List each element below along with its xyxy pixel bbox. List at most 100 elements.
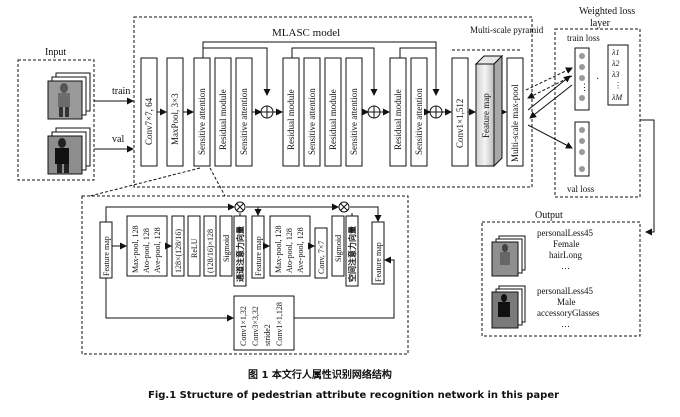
person2-line4: … (561, 319, 570, 329)
val-label: val (112, 134, 124, 145)
att-pools-1-line3: Ave-pool, 128 (153, 227, 162, 273)
lambda-m: λM (611, 93, 623, 102)
person1-line4: … (561, 261, 570, 271)
sensitive-attention-label-3: Sensitive attention (307, 88, 317, 155)
output-person-1-image (491, 235, 526, 277)
mlasc-title: MLASC model (272, 27, 340, 39)
person2-line3: accessoryGlasses (537, 308, 600, 318)
att-pools-2-line1: Max-pool, 128 (274, 225, 283, 273)
att-sigmoid-1 (219, 215, 233, 277)
residual-block-1 (214, 57, 232, 167)
att-feature-map-3-label: Feature map (374, 242, 383, 282)
weighted-loss-panel: Weighted loss layer train loss ⋮ · λ1 λ2… (525, 6, 655, 236)
lambda-3: λ3 (611, 70, 619, 79)
output-person-2-image (491, 285, 526, 329)
att-fc1 (171, 215, 185, 277)
att-relu (187, 215, 201, 277)
att-pools-1 (126, 215, 168, 277)
attention-detail-box (81, 195, 409, 355)
weighted-loss-box (554, 28, 641, 198)
att-convs-line1: Conv1×1,32 (239, 306, 248, 346)
feature-map-3d: Feature map (474, 54, 504, 168)
att-fc2 (203, 215, 217, 277)
loss-arrows (525, 67, 573, 149)
add-nodes (260, 105, 443, 119)
residual-label-4: Residual module (393, 89, 403, 150)
residual-block-3 (324, 57, 342, 167)
lambda-1: λ1 (611, 48, 619, 57)
att-pools-1-line2: Ato-pool, 128 (142, 228, 151, 273)
att-convs-line4: Conv1×1,128 (275, 302, 284, 346)
lambda-dots: ⋮ (614, 81, 622, 90)
att-convs-line3: stride2 (263, 324, 272, 346)
feature-map-label: Feature map (481, 93, 491, 138)
att-sigmoid-1-label: Sigmoid (222, 235, 231, 262)
att-conv7-label: Conv, 7×7 (317, 241, 326, 274)
att-sigmoid-2-label: Sigmoid (334, 235, 343, 262)
to-output-arrow (640, 119, 655, 236)
att-fc2-label: (128/16)×128 (206, 229, 215, 273)
val-image-stack (47, 127, 91, 175)
residual-label-1: Residual module (218, 89, 228, 150)
mlasc-model: MLASC model Conv7×7, 64 MaxPool, 3×3 Sen… (133, 16, 544, 188)
att-feature-map-3 (371, 221, 385, 285)
sensitive-attention-label-2: Sensitive attention (239, 88, 249, 155)
residual-block-4 (389, 57, 407, 167)
person2-line2: Male (557, 297, 576, 307)
zoom-line-right (209, 167, 226, 197)
att-fc1-label: 128×(128/16) (174, 229, 183, 273)
att-pools-1-line1: Max-pool, 128 (131, 225, 140, 273)
sensitive-attention-block-1 (193, 57, 211, 167)
sensitive-attention-label-5: Sensitive attention (414, 88, 424, 155)
sensitive-attention-label-4: Sensitive attention (349, 88, 359, 155)
module-columns: Conv7×7, 64 MaxPool, 3×3 Sensitive atten… (140, 57, 428, 167)
conv1x1-label: Conv1×1,512 (455, 99, 465, 148)
attention-flow (105, 207, 395, 322)
caption-en: Fig.1 Structure of pedestrian attribute … (148, 390, 559, 401)
person1-line1: personalLess45 (537, 228, 593, 238)
att-conv7 (314, 227, 328, 279)
att-convs-line2: Conv3×3,32 (251, 306, 260, 346)
train-label: train (112, 86, 130, 97)
mlasc-box (133, 16, 533, 188)
person2-line1: personalLess45 (537, 286, 593, 296)
att-sigmoid-2 (331, 215, 345, 277)
train-loss-label: train loss (567, 33, 600, 43)
skip-connections (202, 41, 440, 96)
att-space-vector-label: 空间注意力向量 (347, 226, 357, 282)
sensitive-attention-block-3 (303, 57, 321, 167)
weighted-loss-title-line2: layer (590, 18, 611, 29)
caption-cn: 图 1 本文行人属性识别网络结构 (248, 368, 392, 381)
pyramid-title: Multi-scale pyramid (470, 25, 544, 35)
att-pools-2-line2: Ato-pool, 128 (285, 228, 294, 273)
maxpool-label: MaxPool, 3×3 (170, 93, 180, 145)
att-feature-map-2-label: Feature map (254, 236, 263, 276)
weighted-loss-title-line1: Weighted loss (579, 6, 635, 17)
att-pools-2-line3: Ave-pool, 128 (296, 227, 305, 273)
train-image-stack (47, 72, 91, 120)
conv7-label: Conv7×7, 64 (144, 97, 154, 145)
attention-detail: Feature map Max-pool, 128 Ato-pool, 128 … (81, 167, 409, 355)
input-panel: Input train val (17, 47, 134, 181)
lambda-2: λ2 (611, 59, 619, 68)
person1-line3: hairLong (549, 250, 582, 260)
lambda-vector (607, 44, 629, 106)
output-panel: Output personalLess45 Female hairLong … … (481, 210, 641, 337)
sensitive-attention-label-1: Sensitive attention (197, 88, 207, 155)
person1-line2: Female (553, 239, 580, 249)
output-title: Output (535, 210, 563, 221)
multiscale-maxpool-block (506, 57, 524, 167)
att-channel-vector-label: 通道注意力向量 (235, 226, 245, 282)
input-box (17, 59, 95, 181)
conv1x1-block (451, 57, 469, 167)
svg-text:⋮: ⋮ (580, 82, 589, 92)
residual-label-2: Residual module (286, 89, 296, 150)
output-box (481, 221, 641, 337)
residual-block-2 (282, 57, 300, 167)
att-relu-label: ReLU (190, 238, 199, 258)
zoom-line-left (89, 167, 201, 197)
val-loss-label: val loss (567, 184, 595, 194)
multiply-dot: · (596, 74, 599, 85)
att-convs (233, 295, 295, 351)
